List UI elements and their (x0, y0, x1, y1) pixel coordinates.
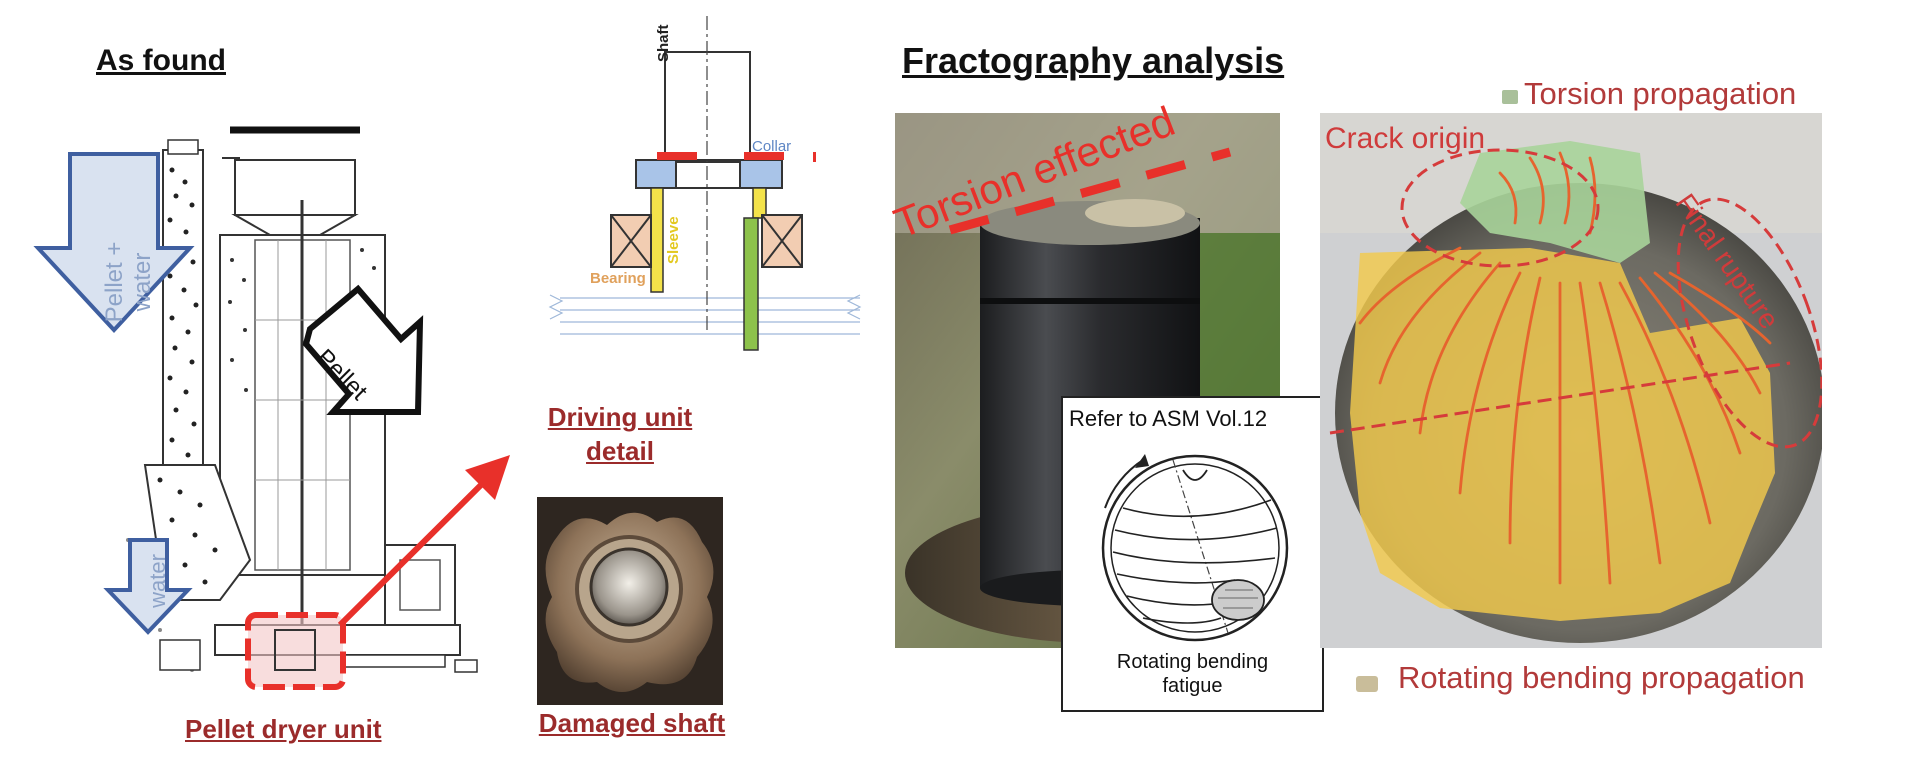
torsion-dash-line (948, 147, 1232, 235)
rotating-bending-schematic (1101, 454, 1289, 642)
legend-rotating-label: Rotating bending propagation (1398, 660, 1805, 695)
label-collar: Collar (752, 138, 792, 155)
asm-reference-title: Refer to ASM Vol.12 (1069, 406, 1268, 431)
asm-reference-caption: Rotating bending fatigue (1116, 651, 1269, 697)
driving-unit-detail-caption: Driving unit detail (547, 402, 693, 466)
legend-rotating-swatch (1356, 676, 1378, 692)
label-shaft: Shaft (655, 24, 672, 63)
fractography-heading: Fractography analysis (902, 40, 1285, 81)
label-bearing: Bearing (590, 270, 646, 287)
legend-torsion-swatch (1502, 90, 1518, 104)
arrow-label-water: water (145, 554, 170, 608)
fracture-surface-photo (1320, 113, 1822, 648)
damaged-shaft-caption: Damaged shaft (538, 708, 726, 738)
asm-reference-inset: Refer to ASM Vol.12 Rotating bending fat… (1061, 396, 1324, 712)
crack-origin-label: Crack origin (1325, 122, 1486, 155)
legend-torsion-label: Torsion propagation (1524, 76, 1797, 111)
damaged-shaft-photo (537, 497, 723, 705)
as-found-heading: As found (96, 44, 226, 77)
pellet-dryer-caption: Pellet dryer unit (185, 714, 382, 744)
label-sleeve: Sleeve (665, 216, 682, 264)
pellet-dryer-diagram (33, 126, 510, 690)
driving-unit-detail-diagram (548, 16, 862, 351)
arrow-label-pellet-water: Pellet + water (101, 241, 156, 323)
